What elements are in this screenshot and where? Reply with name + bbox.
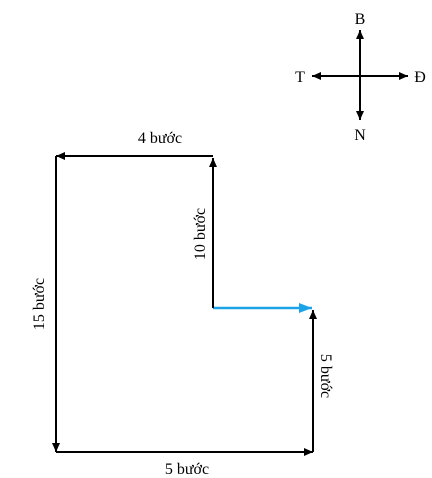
- label-left-15-steps: 15 bước: [31, 278, 48, 330]
- compass-west-label: T: [295, 69, 305, 86]
- label-bottom-5-steps: 5 bước: [165, 461, 209, 478]
- compass-north-label: B: [355, 11, 366, 28]
- label-inner-10-steps: 10 bước: [192, 208, 209, 260]
- label-top-4-steps: 4 bước: [138, 130, 182, 147]
- label-right-5-steps: 5 bước: [317, 354, 334, 398]
- walking-path: [52, 152, 317, 456]
- compass-rose: B N T Đ: [295, 11, 426, 144]
- compass-south-label: N: [354, 127, 366, 144]
- compass-east-label: Đ: [414, 69, 426, 86]
